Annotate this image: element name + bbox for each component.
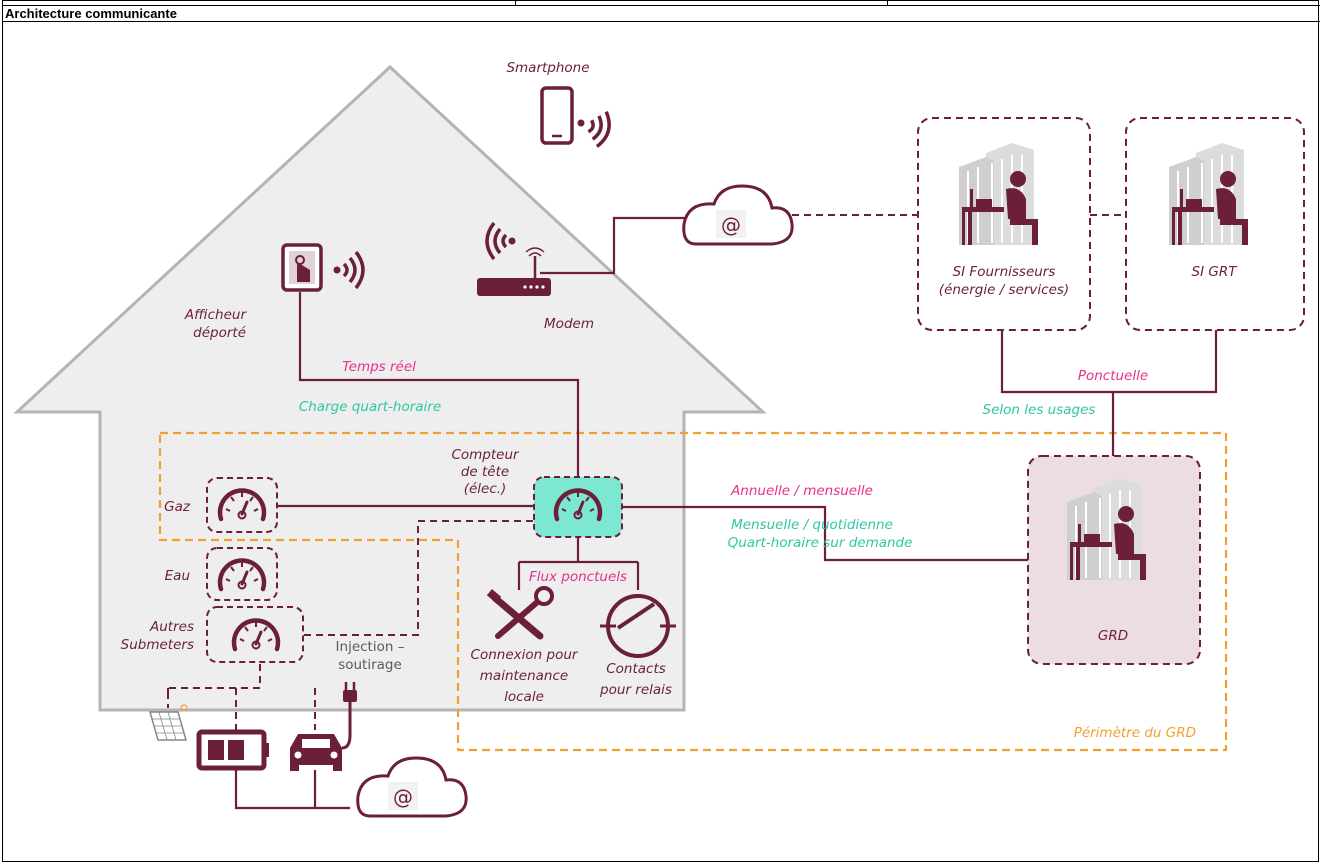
submeters-box <box>206 606 304 663</box>
temps-reel-label: Temps réel <box>342 359 416 375</box>
page-title: Architecture communicante <box>3 5 1320 22</box>
si-fournisseurs-label: (énergie / services) <box>939 282 1069 298</box>
cloud-at-icon <box>682 184 794 246</box>
mensuelle-label: Mensuelle / quotidienne <box>731 517 893 533</box>
flux-branch <box>517 537 640 590</box>
smartphone-icon <box>540 86 615 151</box>
cloud-at-label: @ <box>721 213 741 237</box>
table-top-strip <box>3 1 1320 5</box>
connexion-label: Connexion pour <box>471 647 579 663</box>
charge-quart-label: Charge quart-horaire <box>299 399 441 415</box>
quart-demande-label: Quart-horaire sur demande <box>728 535 913 551</box>
si-grt-label: SI GRT <box>1192 264 1239 280</box>
si-link <box>1000 330 1218 394</box>
afficheur-label: Afficheur <box>184 307 248 323</box>
autres-label: Submeters <box>121 637 194 653</box>
modem-icon <box>477 221 551 296</box>
battery-icon <box>196 729 269 771</box>
annuelle-label: Annuelle / mensuelle <box>730 483 873 499</box>
grd-perimeter <box>158 431 1228 752</box>
grd-label: GRD <box>1098 628 1128 644</box>
house-shape <box>13 64 767 712</box>
gaz-meter-box <box>206 477 278 533</box>
injection-label: Injection – <box>336 639 405 655</box>
flux-label: Flux ponctuels <box>529 569 627 585</box>
local-cloud-link <box>234 770 350 810</box>
si-fournisseurs-label: SI Fournisseurs <box>953 264 1056 280</box>
cloud-at-icon <box>356 756 468 818</box>
autres-label: Autres <box>149 619 194 635</box>
tools-icon <box>486 586 554 640</box>
selon-usages-label: Selon les usages <box>983 402 1096 418</box>
gaz-label: Gaz <box>164 499 191 515</box>
compteur-label: Compteur <box>451 447 520 463</box>
contacts-label: pour relais <box>599 682 672 698</box>
compteur-tete-box <box>533 476 623 538</box>
eau-label: Eau <box>165 568 190 584</box>
perimetre-label: Périmètre du GRD <box>1074 725 1196 741</box>
compteur-label: (élec.) <box>464 481 507 497</box>
injection-link <box>304 520 538 636</box>
car-icon <box>290 734 342 771</box>
modem-label: Modem <box>544 316 594 332</box>
connexion-label: locale <box>504 689 544 705</box>
contacts-label: Contacts <box>606 661 666 677</box>
connexion-label: maintenance <box>480 668 568 684</box>
solar-panel-icon <box>149 704 188 741</box>
afficheur-link <box>298 292 580 477</box>
plug-icon <box>341 682 357 750</box>
injection-label: soutirage <box>338 657 402 673</box>
ponctuelle-label: Ponctuelle <box>1078 368 1148 384</box>
relay-switch-icon <box>600 594 676 658</box>
afficheur-label: déporté <box>193 325 246 341</box>
grd-link <box>622 505 1028 562</box>
remote-display-icon <box>281 243 365 292</box>
eau-meter-box <box>206 547 278 601</box>
modem-link <box>540 216 690 275</box>
compteur-label: de tête <box>461 464 509 480</box>
cloud-at-label: @ <box>393 785 413 809</box>
smartphone-label: Smartphone <box>506 60 589 76</box>
